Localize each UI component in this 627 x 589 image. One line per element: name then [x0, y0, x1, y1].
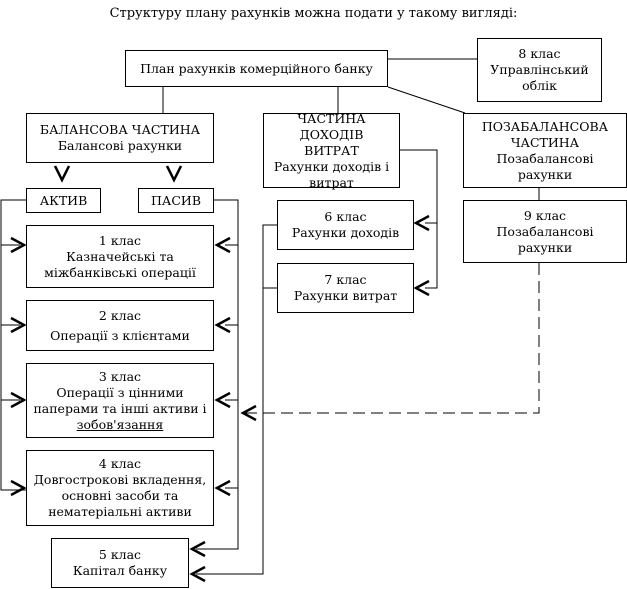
- arrow-down-passive: [165, 165, 183, 183]
- class1-box: 1 клас Казначейські та міжбанківські опе…: [26, 225, 214, 288]
- dashed-class9-class3: [246, 263, 540, 414]
- class3-text: Операції з цінними: [56, 384, 184, 400]
- class4-text: основні засоби та: [61, 488, 179, 503]
- class2-text: Операції з клієнтами: [50, 327, 190, 343]
- class3-text: зобов'язання: [76, 416, 164, 432]
- active-bus: [0, 199, 26, 491]
- class4-text: Довгострокові вкладення,: [33, 472, 207, 487]
- class2-box: 2 клас Операції з клієнтами: [26, 300, 214, 351]
- caption: Структуру плану рахунків можна подати у …: [109, 6, 518, 21]
- arrow-active-class1: [10, 236, 27, 254]
- class9-box: 9 клас Позабалансові рахунки: [463, 200, 627, 263]
- class9-title: 9 клас: [523, 207, 567, 223]
- offbalance-box: ПОЗАБАЛАНСОВА ЧАСТИНА Позабалансові раху…: [463, 113, 627, 188]
- class5-title: 5 клас: [98, 547, 142, 562]
- arrow-passive-class2: [214, 316, 231, 334]
- class3-title: 3 клас: [98, 368, 142, 384]
- arrow-passive-class3: [214, 391, 231, 409]
- income-subtitle: витрат: [309, 174, 354, 190]
- balance-title: БАЛАНСОВА ЧАСТИНА: [39, 122, 201, 137]
- class8-text: Управлінський: [490, 62, 589, 77]
- root-box: План рахунків комерційного банку: [125, 50, 388, 87]
- passive-box: ПАСИВ: [138, 188, 214, 213]
- class8-box: 8 клас Управлінський облік: [477, 38, 602, 102]
- class5-text: Капітал банку: [72, 563, 168, 578]
- class2-title: 2 клас: [98, 307, 142, 323]
- income-bus: [399, 149, 438, 289]
- arrow-class9-class3: [240, 404, 257, 422]
- passive-bus: [196, 199, 239, 550]
- offbalance-title: ЧАСТИНА: [510, 134, 580, 150]
- class6-text: Рахунки доходів: [291, 225, 400, 240]
- class6-box: 6 клас Рахунки доходів: [277, 200, 414, 250]
- offbalance-subtitle: рахунки: [517, 166, 573, 182]
- arrow-income-class7: [413, 279, 430, 297]
- class5-box: 5 клас Капітал банку: [51, 538, 189, 588]
- active-box: АКТИВ: [26, 188, 101, 213]
- passive-label: ПАСИВ: [150, 192, 202, 208]
- class9-text: Позабалансові: [496, 223, 594, 239]
- balance-box: БАЛАНСОВА ЧАСТИНА Балансові рахунки: [26, 113, 214, 163]
- class8-text: облік: [522, 78, 557, 93]
- root-label: План рахунків комерційного банку: [140, 60, 373, 76]
- class4-box: 4 клас Довгострокові вкладення, основні …: [26, 450, 214, 526]
- class7-box: 7 клас Рахунки витрат: [277, 263, 414, 313]
- income-title: ВИТРАТ: [304, 142, 359, 158]
- income-title: ЧАСТИНА ДОХОДІВ: [297, 110, 366, 142]
- class9-text: рахунки: [517, 239, 573, 255]
- offbalance-title: ПОЗАБАЛАНСОВА: [481, 118, 609, 134]
- arrow-active-class3: [10, 391, 27, 409]
- class7-text: Рахунки витрат: [293, 288, 398, 303]
- arrow-passive-class1: [214, 236, 231, 254]
- arrow-passive-class4: [214, 479, 231, 497]
- income-subtitle: Рахунки доходів і: [273, 158, 390, 174]
- arrow-down-active: [53, 165, 71, 183]
- class1-title: 1 клас: [98, 232, 142, 248]
- class6-title: 6 клас: [324, 209, 367, 224]
- balance-subtitle: Балансові рахунки: [57, 138, 183, 153]
- income-to-capital-bus: [196, 224, 277, 575]
- class3-box: 3 клас Операції з цінними паперами та ін…: [26, 363, 214, 438]
- arrow-active-class2: [10, 316, 27, 334]
- arrow-passive-class5: [189, 540, 206, 558]
- arrow-income-class5: [189, 565, 206, 583]
- arrow-income-class6: [413, 214, 430, 232]
- class7-title: 7 клас: [324, 272, 367, 287]
- connector-root-offbalance: [387, 86, 466, 114]
- offbalance-subtitle: Позабалансові: [496, 150, 594, 166]
- class1-text: Казначейські та: [66, 248, 174, 264]
- income-box: ЧАСТИНА ДОХОДІВ ВИТРАТ Рахунки доходів і…: [263, 110, 400, 190]
- class4-text: нематеріальні активи: [48, 504, 192, 519]
- active-label: АКТИВ: [39, 192, 88, 208]
- class8-title: 8 клас: [518, 46, 561, 61]
- class1-text: міжбанківські операції: [44, 264, 196, 280]
- class3-text: паперами та інші активи і: [33, 400, 207, 416]
- arrow-active-class4: [10, 479, 27, 497]
- class4-title: 4 клас: [98, 456, 142, 471]
